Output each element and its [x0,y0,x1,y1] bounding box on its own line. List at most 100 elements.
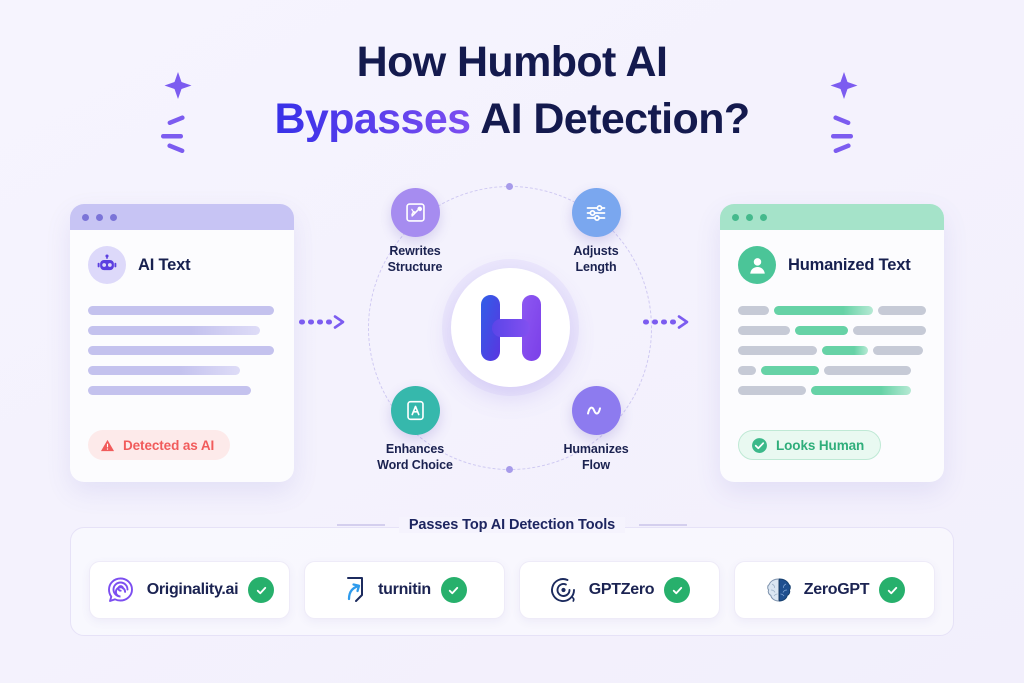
green-check-icon [440,577,467,603]
status-badge-human: Looks Human [738,430,882,460]
window-dot [760,213,767,221]
person-icon [738,246,776,284]
sparkle-decoration-left [152,66,212,166]
sparkle-decoration-right [818,66,878,166]
node-label-line2: Word Choice [377,457,453,472]
window-dot [746,213,753,221]
tool-card-gptzero[interactable]: GPTZero [519,561,720,619]
text-line-row [738,346,926,355]
card-titlebar-right [720,204,944,230]
text-line-row [738,326,926,335]
text-line-row [88,366,276,375]
window-dot [732,213,739,221]
divider-left [336,524,385,526]
text-line-row [738,366,926,375]
text-line-row [88,326,276,335]
text-line-row [738,386,926,395]
process-node-enhances-word-choice: Enhances Word Choice [355,386,475,473]
text-line-row [88,386,276,395]
process-node-label: Rewrites Structure [355,244,475,275]
zerogpt-logo [764,575,794,605]
title-accent-word: Bypasses [274,94,471,143]
text-line-segment [88,346,274,355]
text-line-segment [811,386,911,395]
card-titlebar-left [70,204,294,230]
text-line-segment [774,306,873,315]
text-line-segment [824,366,911,375]
card-title-left: AI Text [138,255,191,274]
warning-triangle-icon [100,439,115,451]
text-line-row [738,306,926,315]
text-line-segment [853,326,926,335]
orbit-dot-top [506,183,513,190]
green-check-icon [664,577,691,603]
process-node-adjusts-length: Adjusts Length [536,188,656,275]
window-dot [110,213,117,221]
green-check-icon [248,577,275,603]
process-node-label: Adjusts Length [536,244,656,275]
tool-name-label: Originality.ai [146,581,239,598]
check-circle-icon [752,437,767,453]
text-line-segment [88,306,274,315]
green-check-icon [879,577,906,603]
title-line-1: How Humbot AI [356,38,668,86]
ai-text-card: AI Text Detected as AI [70,204,294,482]
ai-text-lines [88,306,276,395]
tool-card-turnitin[interactable]: turnitin [304,561,505,619]
text-line-row [88,306,276,315]
flow-arrow-right [643,314,689,335]
text-line-segment [822,346,868,355]
title-line-2-rest: AI Detection? [470,94,750,143]
text-line-segment [88,386,251,395]
text-line-segment [761,366,819,375]
text-line-segment [738,346,817,355]
tool-card-originality-ai[interactable]: Originality.ai [89,561,290,619]
node-label-line2: Length [575,259,617,274]
detection-tools-section: Passes Top AI Detection Tools Originalit… [70,517,954,636]
originality-ai-logo [105,575,137,605]
text-line-segment [738,306,769,315]
process-node-label: Humanizes Flow [536,442,656,473]
text-line-segment [873,346,923,355]
text-line-row [88,346,276,355]
sliders-icon [571,188,621,237]
turnitin-logo [342,575,368,605]
text-line-segment [878,306,926,315]
status-badge-detected: Detected as AI [88,430,231,460]
text-line-segment [88,326,260,335]
letter-a-frame-icon [390,386,440,435]
tool-name-label: turnitin [378,581,431,598]
text-line-segment [88,366,240,375]
card-title-right: Humanized Text [788,255,911,274]
magic-wand-frame-icon [390,188,440,237]
page-title: How Humbot AI Bypasses AI Detection? [0,34,1024,148]
node-label-line1: Rewrites [389,244,441,258]
flow-arrow-left [299,314,345,335]
node-label-line2: Structure [387,259,443,274]
node-label-line1: Adjusts [573,244,619,258]
tool-card-zerogpt[interactable]: ZeroGPT [734,561,935,619]
humbot-h-logo [451,268,570,387]
text-line-segment [738,386,806,395]
card-header-right: Humanized Text [738,246,926,284]
window-dot [82,213,89,221]
tool-name-label: GPTZero [588,581,655,598]
process-node-humanizes-flow: Humanizes Flow [536,386,656,473]
humanized-text-lines [738,306,926,395]
status-badge-detected-label: Detected as AI [123,437,215,453]
process-diagram: Rewrites Structure Adjusts Length [340,178,680,483]
detection-tools-heading: Passes Top AI Detection Tools [71,517,953,533]
node-label-line2: Flow [581,457,611,472]
detection-tools-heading-label: Passes Top AI Detection Tools [398,517,626,533]
gptzero-logo [549,575,579,605]
text-line-segment [738,326,791,335]
orbit-dot-bottom [506,466,513,473]
process-node-label: Enhances Word Choice [355,442,475,473]
divider-right [639,524,688,526]
humanized-text-card: Humanized Text Looks Human [720,204,944,482]
wave-flow-icon [571,386,621,435]
node-label-line1: Enhances [385,442,445,456]
node-label-line1: Humanizes [563,442,629,456]
window-dot [96,213,103,221]
tool-name-label: ZeroGPT [803,581,870,598]
